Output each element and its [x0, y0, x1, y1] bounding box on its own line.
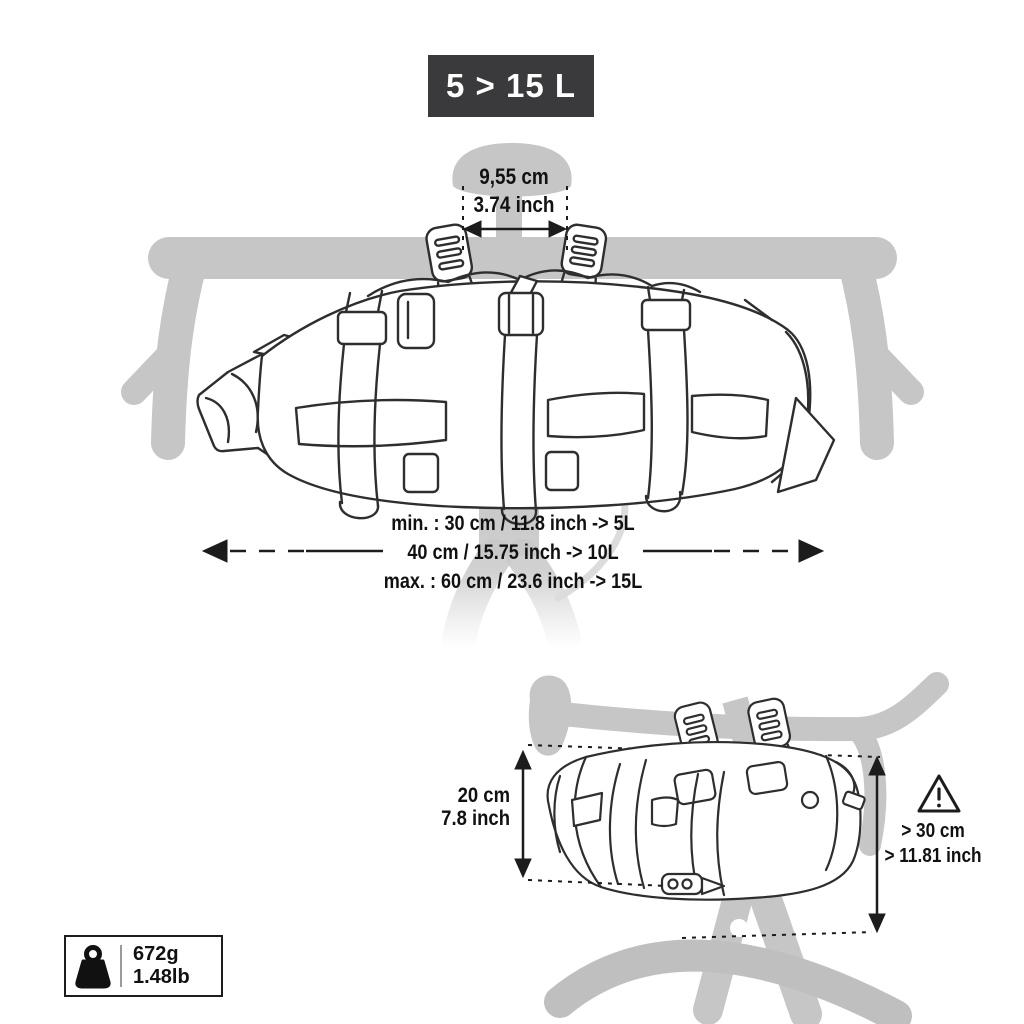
size-range-mid: 40 cm / 15.75 inch -> 10L: [407, 541, 619, 564]
clearance-imperial: > 11.81 inch: [884, 845, 982, 867]
front-wheel-arc: [544, 939, 912, 1024]
width-dimension-label: 9,55 cm 3.74 inch: [424, 163, 604, 219]
height-dimension-label: 20 cm 7.8 inch: [398, 784, 510, 830]
side-left-hood: [528, 675, 572, 756]
clearance-label: > 30 cm > 11.81 inch: [866, 819, 1000, 869]
left-drop-hood: [121, 335, 189, 405]
size-range-label: min. : 30 cm / 11.8 inch -> 5L 40 cm / 1…: [358, 509, 668, 596]
clearance-bottom-dashed-line: [681, 931, 873, 939]
side-bike-silhouette: [528, 672, 949, 1024]
side-handlebar: [533, 672, 949, 742]
weight-icon: [66, 943, 120, 989]
right-mount-strap: [553, 223, 608, 312]
capacity-label: 5 > 15 L: [446, 67, 576, 104]
width-metric: 9,55 cm: [479, 164, 549, 189]
warning-triangle-icon: [917, 774, 961, 813]
range-arrow-head-right: [798, 539, 825, 563]
length-range-arrow: [201, 539, 825, 563]
saddle-silhouette: [452, 143, 572, 197]
handlebar-bag-front-drawing: [196, 223, 836, 526]
side-right-drop: [847, 719, 887, 856]
width-arrow-head-right: [548, 220, 568, 238]
size-range-max: max. : 60 cm / 23.6 inch -> 15L: [383, 570, 643, 593]
handlebar-bag-side-drawing: [546, 697, 866, 901]
size-range-min: min. : 30 cm / 11.8 inch -> 5L: [391, 512, 635, 535]
height-bottom-dashed-line: [527, 879, 669, 887]
width-imperial: 3.74 inch: [473, 192, 555, 217]
capacity-badge: 5 > 15 L: [428, 55, 594, 117]
height-dimension-annotation: [514, 749, 669, 887]
stem-silhouette: [496, 178, 522, 242]
width-arrow-head-left: [462, 220, 482, 238]
weight-grams: 672g: [133, 943, 179, 965]
left-mount-strap: [425, 223, 482, 318]
weight-badge: 672g 1.48lb: [64, 935, 223, 997]
weight-pounds: 1.48lb: [133, 966, 190, 988]
height-imperial: 7.8 inch: [441, 807, 510, 830]
right-drop-hood: [856, 335, 924, 405]
clearance-metric: > 30 cm: [901, 820, 965, 842]
range-arrow-head-left: [201, 539, 228, 563]
height-metric: 20 cm: [457, 784, 510, 807]
handlebar-silhouette: [148, 237, 897, 279]
clearance-dimension-annotation: [681, 755, 886, 939]
width-dimension-annotation: [462, 186, 568, 250]
weight-divider: [120, 945, 122, 987]
fork-crown-hole: [730, 919, 748, 937]
